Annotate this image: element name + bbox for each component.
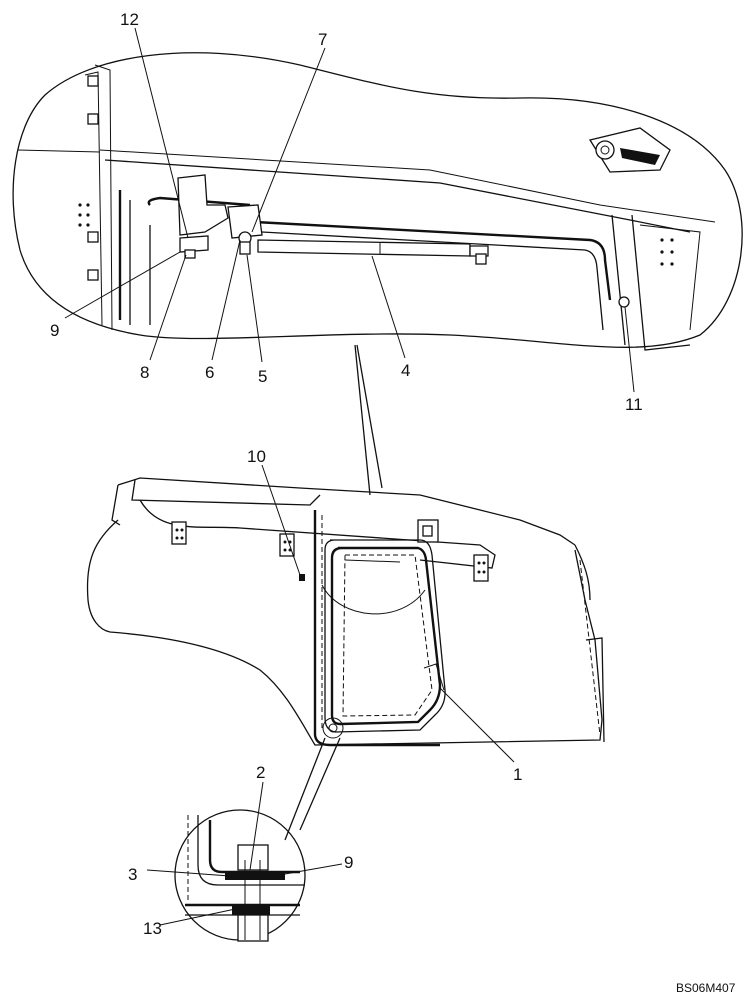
drawing-code: BS06M407 bbox=[676, 981, 736, 995]
callout-6: 6 bbox=[205, 363, 214, 382]
callout-11: 11 bbox=[625, 395, 643, 414]
bottom-detail-view bbox=[174, 809, 306, 942]
callout-2: 2 bbox=[256, 763, 265, 782]
callout-13: 13 bbox=[143, 919, 162, 938]
callout-9-bottom: 9 bbox=[344, 853, 353, 872]
main-cab-view bbox=[86, 477, 605, 747]
callout-9-top: 9 bbox=[50, 321, 59, 340]
callout-12: 12 bbox=[120, 10, 139, 29]
hole-pattern-right bbox=[660, 238, 674, 266]
callout-4: 4 bbox=[401, 361, 410, 380]
callout-5: 5 bbox=[258, 367, 267, 386]
callout-8: 8 bbox=[140, 363, 149, 382]
callout-10: 10 bbox=[247, 447, 266, 466]
handle-fixture bbox=[588, 127, 671, 173]
gas-strut bbox=[257, 239, 489, 265]
bolt-column-left bbox=[87, 75, 99, 281]
leader-lines bbox=[64, 27, 635, 926]
hinge-bracket bbox=[177, 174, 229, 259]
latch-pin bbox=[618, 296, 630, 308]
callout-1: 1 bbox=[513, 765, 522, 784]
callout-7: 7 bbox=[318, 30, 327, 49]
callout-labels: 12 7 9 8 6 5 4 11 10 1 2 9 3 13 bbox=[50, 10, 643, 938]
top-detail-view bbox=[12, 52, 743, 351]
strut-mount bbox=[227, 204, 263, 255]
hole-pattern-left bbox=[78, 203, 90, 227]
callout-3: 3 bbox=[128, 865, 137, 884]
